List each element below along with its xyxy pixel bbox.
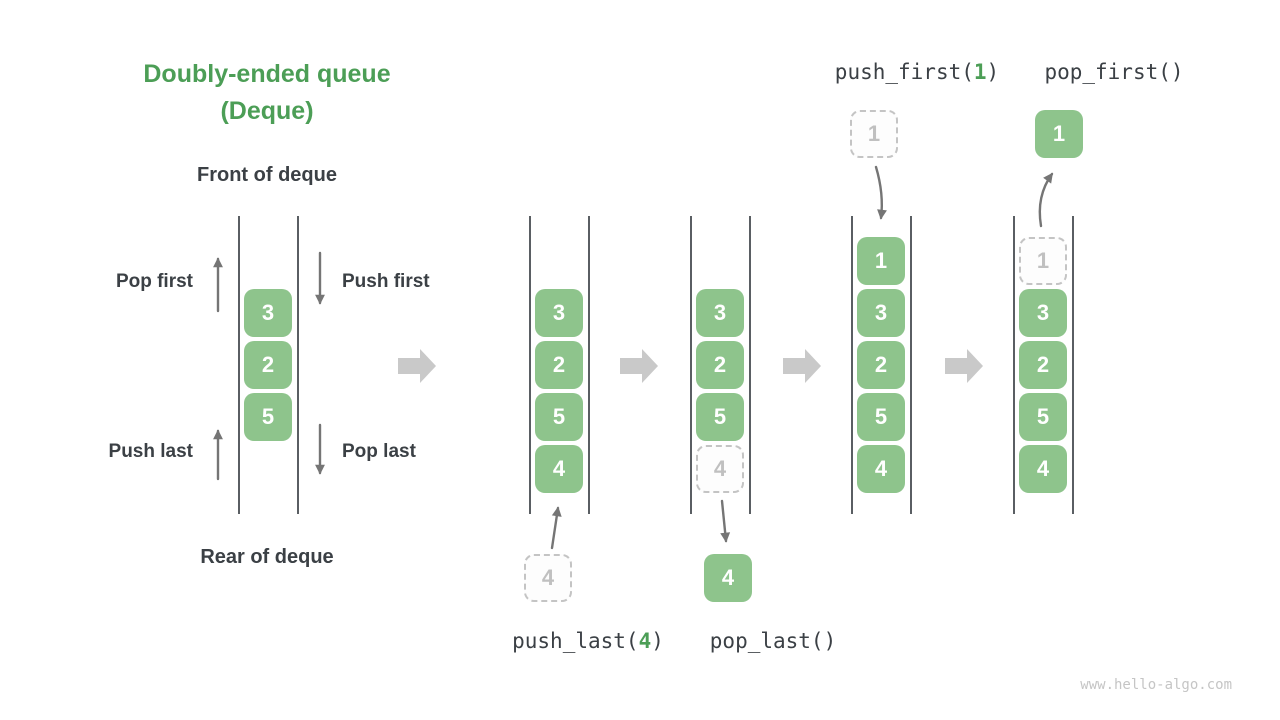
- queue-after-pop-first: 1 3 2 5 4: [1013, 216, 1074, 514]
- queue-rail: [851, 216, 853, 514]
- queue-cell: 2: [535, 341, 583, 389]
- push-first-incoming-cell: 1: [850, 110, 898, 158]
- diagram-title-line2: (Deque): [220, 97, 314, 125]
- queue-cell: 2: [696, 341, 744, 389]
- rear-of-deque-label: Rear of deque: [200, 546, 334, 568]
- queue-cell: 3: [696, 289, 744, 337]
- queue-cell: 1: [857, 237, 905, 285]
- push-last-insert-arrow-icon: [550, 506, 562, 550]
- queue-rail: [588, 216, 590, 514]
- queue-cell: 4: [535, 445, 583, 493]
- op-text: push_first(: [834, 60, 974, 84]
- op-text: pop_last(): [709, 629, 837, 653]
- queue-rail: [910, 216, 912, 514]
- diagram-title: Doubly-ended queue (Deque): [100, 56, 434, 130]
- step-arrow-icon: [945, 349, 983, 383]
- queue-rail: [749, 216, 751, 514]
- queue-cell: 2: [1019, 341, 1067, 389]
- queue-cell-ghost: 1: [1019, 237, 1067, 285]
- step-arrow-icon: [620, 349, 658, 383]
- queue-cell: 2: [244, 341, 292, 389]
- queue-cell: 5: [535, 393, 583, 441]
- queue-cell: 5: [1019, 393, 1067, 441]
- pop-first-label: Pop first: [115, 271, 193, 292]
- op-text: pop_first(): [1044, 60, 1184, 84]
- pop-last-label: Pop last: [342, 441, 416, 462]
- push-first-label: Push first: [342, 271, 430, 292]
- queue-rail: [297, 216, 299, 514]
- queue-rail: [1072, 216, 1074, 514]
- diagram-title-line1: Doubly-ended queue: [143, 60, 391, 88]
- push-last-incoming-cell: 4: [524, 554, 572, 602]
- queue-cell: 3: [1019, 289, 1067, 337]
- queue-cell: 2: [857, 341, 905, 389]
- pop-last-removed-cell: 4: [704, 554, 752, 602]
- op-text: push_last(: [512, 629, 639, 653]
- queue-cell: 3: [244, 289, 292, 337]
- push-last-label: Push last: [108, 441, 193, 462]
- op-text: ): [651, 629, 664, 653]
- op-text: ): [986, 60, 1000, 84]
- push-first-operation-label: push_first(1): [787, 60, 1047, 84]
- op-arg: 1: [973, 60, 987, 84]
- queue-cell: 3: [535, 289, 583, 337]
- queue-after-push-last: 3 2 5 4: [529, 216, 590, 514]
- queue-cell: 5: [696, 393, 744, 441]
- queue-cell: 3: [857, 289, 905, 337]
- op-arg: 4: [638, 629, 652, 653]
- step-arrow-icon: [783, 349, 821, 383]
- site-watermark: www.hello-algo.com: [1080, 677, 1232, 693]
- queue-cell: 4: [857, 445, 905, 493]
- pop-last-operation-label: pop_last(): [643, 629, 903, 653]
- queue-after-push-first: 1 3 2 5 4: [851, 216, 912, 514]
- queue-rail: [1013, 216, 1015, 514]
- queue-cell: 4: [1019, 445, 1067, 493]
- queue-cell: 5: [244, 393, 292, 441]
- queue-initial: 3 2 5: [238, 216, 299, 514]
- queue-rail: [238, 216, 240, 514]
- queue-rail: [529, 216, 531, 514]
- pop-first-operation-label: pop_first(): [984, 60, 1244, 84]
- front-of-deque-label: Front of deque: [197, 164, 337, 186]
- queue-cell: 5: [857, 393, 905, 441]
- step-arrow-icon: [398, 349, 436, 383]
- queue-after-pop-last: 3 2 5 4: [690, 216, 751, 514]
- push-last-operation-label: push_last(4): [458, 629, 718, 653]
- queue-cell-ghost: 4: [696, 445, 744, 493]
- push-first-insert-arrow-icon: [874, 165, 887, 220]
- queue-rail: [690, 216, 692, 514]
- pop-first-removed-cell: 1: [1035, 110, 1083, 158]
